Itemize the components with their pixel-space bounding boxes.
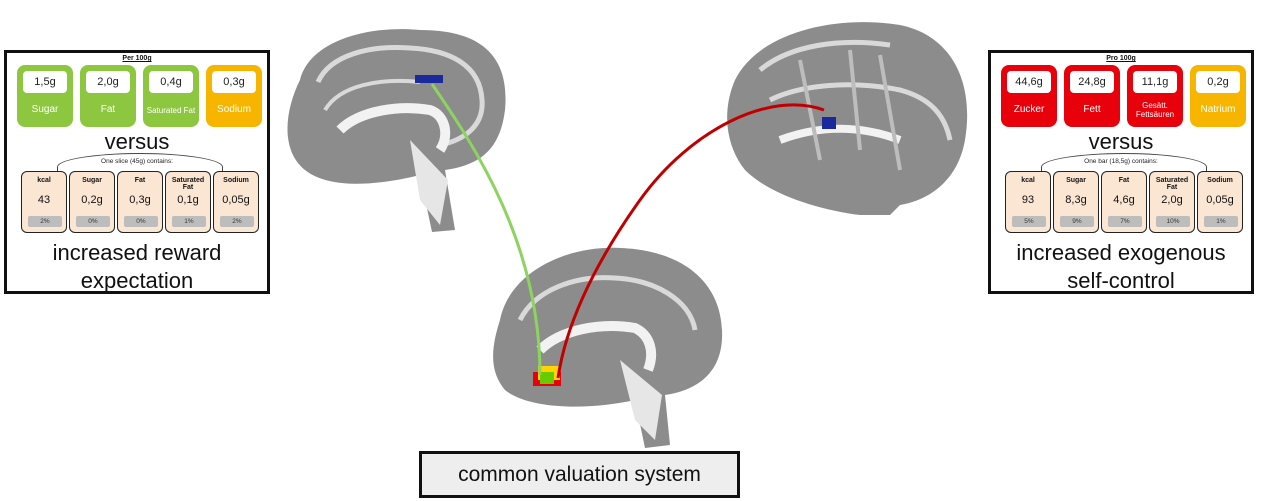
- nutrient-name: Fat: [134, 177, 146, 184]
- tile-name: Sodium: [217, 104, 251, 115]
- tile-saturated-fat: 0,4g Saturated Fat: [143, 65, 199, 127]
- serving-label: One slice (45g) contains:: [101, 158, 173, 165]
- versus-label: versus: [104, 129, 170, 154]
- nutrient-box-fat: Fat 4,6g 7%: [1101, 171, 1147, 233]
- nutrient-percent: 0%: [124, 216, 158, 227]
- caption-line-2: self-control: [1067, 268, 1175, 293]
- nutrient-percent: 2%: [28, 216, 62, 227]
- tile-name: Fett: [1083, 104, 1101, 115]
- nutrient-box-sugar: Sugar 0,2g 0%: [69, 171, 115, 233]
- tile-sodium: 0,3g Sodium: [206, 65, 262, 127]
- nutrient-name: Saturated Fat: [1155, 177, 1189, 191]
- panel-caption: increased reward expectation: [7, 239, 267, 295]
- panel-caption: increased exogenous self-control: [991, 239, 1251, 295]
- tile-value: 44,6g: [1007, 71, 1051, 93]
- medial-brain-top: [287, 29, 506, 233]
- tile-natrium: 0,2g Natrium: [1190, 65, 1246, 127]
- nutrient-value: 2,0g: [1161, 194, 1183, 206]
- tile-fett: 24,8g Fett: [1064, 65, 1120, 127]
- nutrient-name: Sodium: [1207, 177, 1233, 184]
- tile-name: Fat: [100, 104, 116, 115]
- nutrient-name: Sugar: [82, 177, 102, 184]
- tile-value: 1,5g: [23, 71, 67, 93]
- panel-header: Pro 100g: [1106, 55, 1136, 62]
- nutrient-box-sugar: Sugar 8,3g 9%: [1053, 171, 1099, 233]
- caption-line-1: increased reward: [52, 240, 222, 265]
- common-valuation-system-label: common valuation system: [419, 451, 740, 498]
- tile-fat: 2,0g Fat: [80, 65, 136, 127]
- tile-name: Saturated Fat: [146, 105, 196, 115]
- caption-line-1: increased exogenous: [1016, 240, 1226, 265]
- reward-connector: [430, 83, 542, 376]
- nutrient-value: 0,1g: [177, 194, 199, 206]
- nutrient-name: kcal: [1021, 177, 1035, 184]
- nutrient-box-saturated-fat: Saturated Fat 0,1g 1%: [165, 171, 211, 233]
- nutrient-value: 93: [1021, 194, 1035, 206]
- tile-sugar: 1,5g Sugar: [17, 65, 73, 127]
- caption-line-2: expectation: [80, 268, 194, 293]
- tile-name: Sugar: [31, 104, 59, 115]
- tile-value: 2,0g: [86, 71, 130, 93]
- nutrient-value: 0,2g: [81, 194, 103, 206]
- nutrient-box-saturated-fat: Saturated Fat 2,0g 10%: [1149, 171, 1195, 233]
- tile-name: Natrium: [1200, 104, 1236, 115]
- tile-value: 24,8g: [1070, 71, 1114, 93]
- versus-label: versus: [1088, 129, 1154, 154]
- lateral-brain-top: [727, 22, 968, 215]
- tile-value: 0,2g: [1196, 71, 1240, 93]
- nutrient-percent: 5%: [1012, 216, 1046, 227]
- tile-value: 11,1g: [1133, 71, 1177, 93]
- nutrient-name: Sodium: [223, 177, 249, 184]
- nutrient-value: 0,05g: [1206, 194, 1234, 206]
- nutrient-percent: 0%: [76, 216, 110, 227]
- nutrient-box-kcal: kcal 43 2%: [21, 171, 67, 233]
- nutrient-box-sodium: Sodium 0,05g 1%: [1197, 171, 1243, 233]
- nutrient-value: 8,3g: [1065, 194, 1087, 206]
- tile-value: 0,3g: [212, 71, 256, 93]
- nutrition-panel-left: Per 100g 1,5g Sugar 2,0g Fat 0,4g Satura…: [4, 50, 270, 294]
- nutrient-value: 43: [37, 194, 51, 206]
- nutrient-percent: 9%: [1060, 216, 1094, 227]
- nutrient-percent: 2%: [220, 216, 254, 227]
- nutrient-box-fat: Fat 0,3g 0%: [117, 171, 163, 233]
- tile-zucker: 44,6g Zucker: [1001, 65, 1057, 127]
- nutrient-percent: 1%: [1204, 216, 1238, 227]
- serving-label: One bar (18,5g) contains:: [1084, 158, 1158, 165]
- nutrient-percent: 10%: [1156, 216, 1190, 227]
- nutrient-percent: 1%: [172, 216, 206, 227]
- nutrient-percent: 7%: [1108, 216, 1142, 227]
- nutrition-panel-right: Pro 100g 44,6g Zucker 24,8g Fett 11,1g G…: [988, 50, 1254, 294]
- nutrient-name: Sugar: [1066, 177, 1086, 184]
- nutrient-box-kcal: kcal 93 5%: [1005, 171, 1051, 233]
- nutrient-box-sodium: Sodium 0,05g 2%: [213, 171, 259, 233]
- nutrient-value: 0,05g: [222, 194, 250, 206]
- tile-gesaettigte-fettsaeuren: 11,1g Gesätt. Fettsäuren: [1127, 65, 1183, 127]
- panel-header: Per 100g: [122, 55, 152, 62]
- tile-value: 0,4g: [149, 71, 193, 93]
- nutrient-name: Fat: [1118, 177, 1130, 184]
- nutrient-value: 4,6g: [1113, 194, 1135, 206]
- nutrient-name: Saturated Fat: [171, 177, 205, 191]
- nutrient-name: kcal: [37, 177, 51, 184]
- tile-name: Zucker: [1013, 104, 1045, 115]
- control-connector: [556, 103, 825, 379]
- tile-name: Gesätt. Fettsäuren: [1135, 101, 1175, 119]
- nutrient-value: 0,3g: [129, 194, 151, 206]
- medial-brain-bottom: [493, 247, 723, 448]
